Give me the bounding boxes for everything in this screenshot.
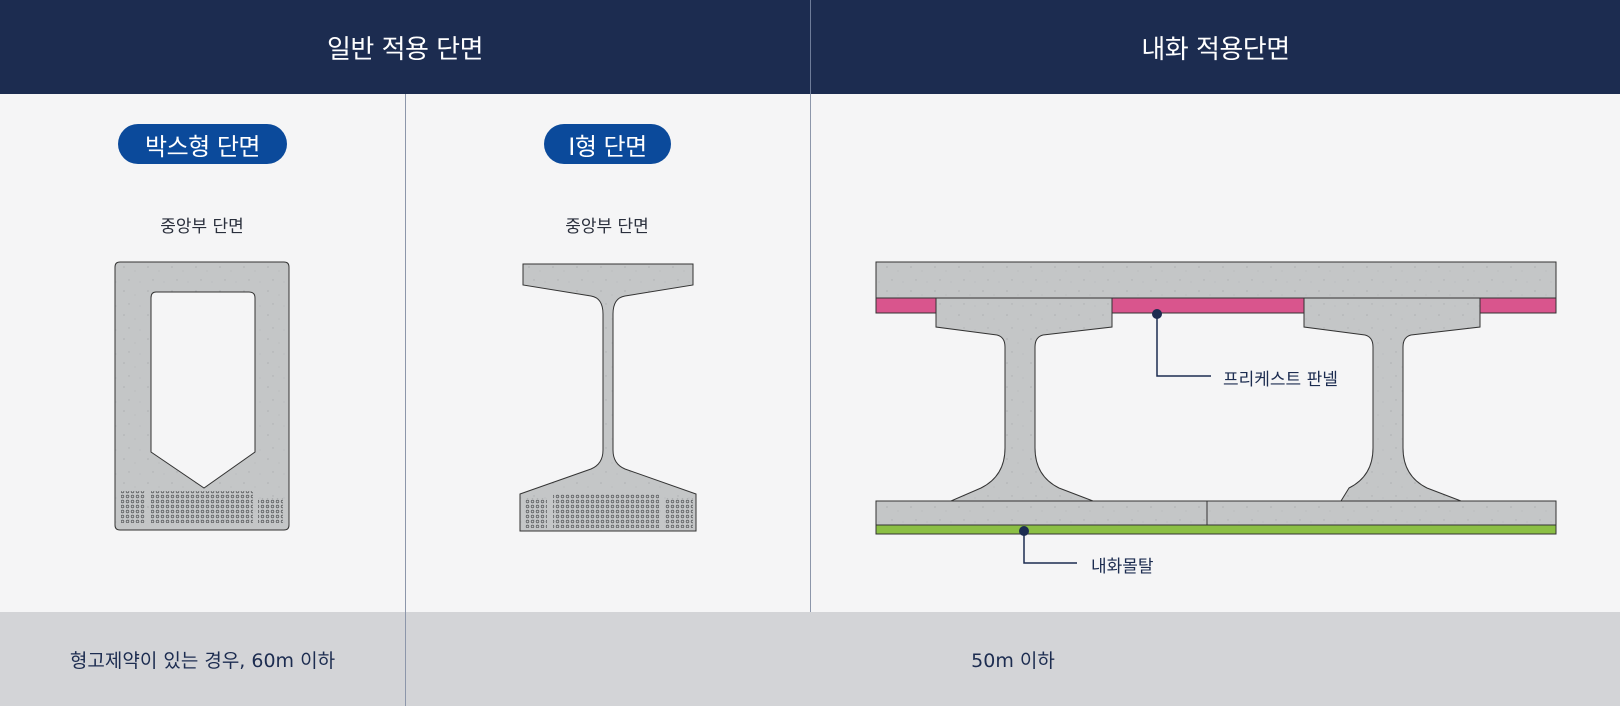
fire-mortar-layer bbox=[875, 524, 1557, 535]
strand-group bbox=[553, 494, 659, 528]
strand-group bbox=[665, 498, 693, 528]
precast-callout-line bbox=[1156, 314, 1211, 377]
fireproof-section-title: 내화 적용단면 bbox=[1141, 34, 1290, 65]
fireproof-girder-section bbox=[875, 261, 1557, 564]
deck-slab bbox=[875, 261, 1557, 299]
strand-group bbox=[525, 498, 547, 528]
i-section-sublabel: 중앙부 단면 bbox=[565, 217, 649, 237]
box-section-sublabel: 중앙부 단면 bbox=[160, 217, 244, 237]
strand-group bbox=[258, 498, 283, 523]
mortar-callout-line bbox=[1023, 531, 1077, 564]
box-section-badge: 박스형 단면 bbox=[118, 124, 287, 164]
footer-bar: 형고제약이 있는 경우, 60m 이하 50m 이하 bbox=[0, 612, 1620, 706]
general-section-title: 일반 적용 단면 bbox=[326, 34, 484, 65]
strand-group bbox=[121, 491, 145, 523]
box-span-note: 형고제약이 있는 경우, 60m 이하 bbox=[69, 649, 336, 672]
header-bar: 일반 적용 단면 내화 적용단면 bbox=[0, 0, 1620, 94]
header-divider bbox=[810, 0, 811, 94]
i-girder-section bbox=[519, 263, 697, 532]
box-girder-section bbox=[114, 261, 290, 531]
girder-left bbox=[876, 297, 1113, 502]
span-note: 50m 이하 bbox=[971, 649, 1055, 672]
girder-right bbox=[1303, 297, 1481, 502]
fire-mortar-label: 내화몰탈 bbox=[1091, 557, 1154, 577]
precast-panel-label: 프리케스트 판넬 bbox=[1223, 370, 1338, 390]
diagram-area: 박스형 단면 중앙부 단면 I형 단면 중앙부 단면 bbox=[0, 94, 1620, 612]
i-section-badge: I형 단면 bbox=[544, 124, 671, 164]
precast-panel bbox=[1096, 297, 1319, 314]
strand-group bbox=[151, 491, 253, 523]
bottom-flange bbox=[875, 500, 1557, 526]
footer-divider bbox=[405, 612, 406, 706]
column-divider-1 bbox=[405, 94, 406, 612]
column-divider-2 bbox=[810, 94, 811, 612]
